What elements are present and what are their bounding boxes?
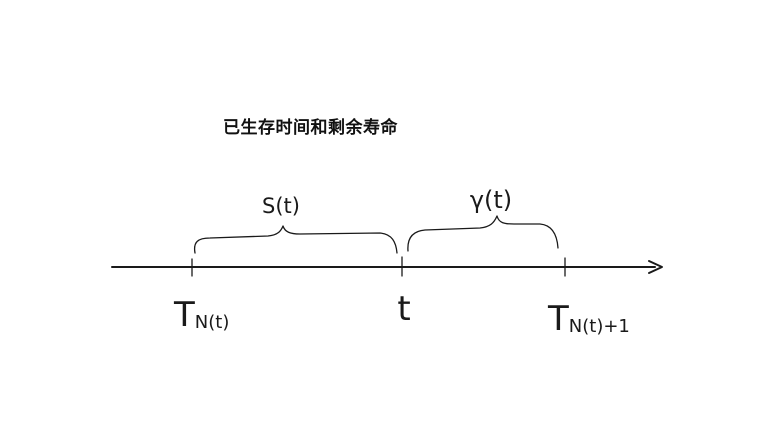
diagram-title: 已生存时间和剩余寿命 [223, 118, 398, 138]
label-left-tick-main: T [173, 295, 195, 335]
label-age: S(t) [262, 194, 300, 218]
brace-residual [407, 215, 559, 252]
label-left-tick-sub: N(t) [195, 312, 230, 333]
axis-arrow-head [648, 260, 663, 274]
label-right-tick-main: T [547, 299, 569, 339]
brace-age [193, 225, 398, 254]
label-right-tick-sub: N(t)+1 [569, 316, 630, 337]
label-right-tick: TN(t)+1 [547, 299, 630, 339]
label-left-tick: TN(t) [173, 295, 229, 335]
label-residual: γ(t) [470, 186, 512, 214]
label-middle-tick: t [397, 289, 410, 329]
